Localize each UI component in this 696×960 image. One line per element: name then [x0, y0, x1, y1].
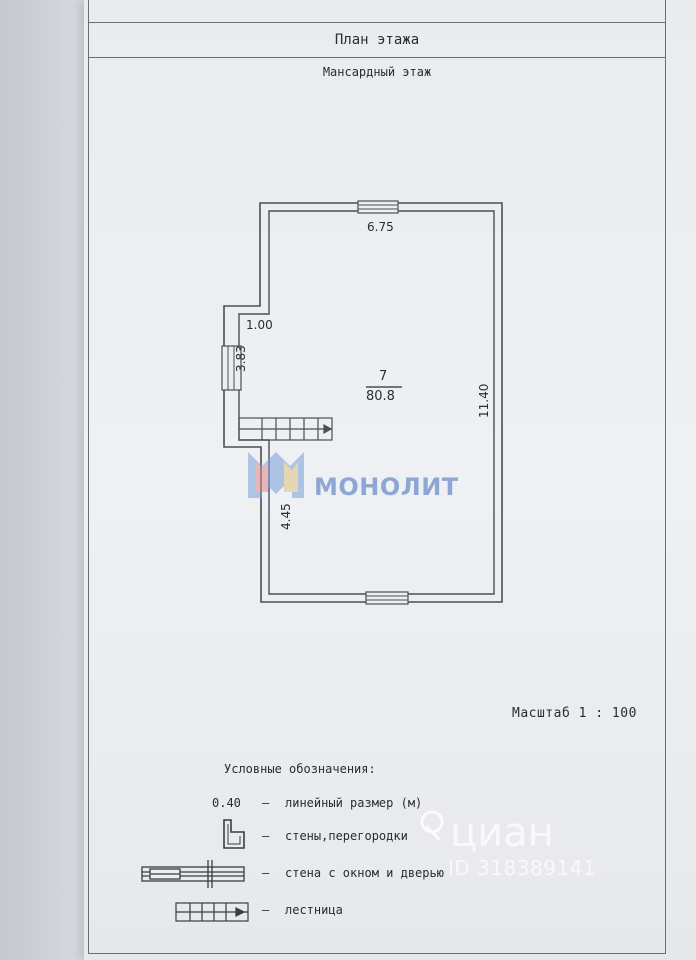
- legend-stair-text: лестница: [285, 903, 343, 917]
- outer-wall: [223, 202, 503, 603]
- scale-label: Масштаб 1 : 100: [512, 706, 637, 721]
- monolit-watermark: МОНОЛИТ: [314, 473, 459, 501]
- dimension-top: 6.75: [367, 220, 394, 234]
- bottom-window: [365, 591, 409, 605]
- document-frame: [88, 0, 666, 954]
- page-title: План этажа: [88, 22, 666, 58]
- left-window: [221, 345, 242, 391]
- legend-dash: –: [262, 866, 270, 880]
- document-sheet: [84, 0, 696, 960]
- legend-window-door-symbol: [141, 860, 245, 888]
- cian-watermark: циан: [450, 810, 554, 856]
- room-area: 80.8: [366, 389, 395, 404]
- room-number: 7: [379, 369, 388, 384]
- legend-dimension-sample: 0.40: [212, 796, 241, 810]
- legend-wall-symbol: [223, 819, 245, 849]
- legend-dimension-text: линейный размер (м): [285, 796, 423, 810]
- floor-subtitle: Мансардный этаж: [322, 65, 432, 79]
- legend-title: Условные обозначения:: [224, 762, 376, 776]
- cian-logo-icon: [420, 810, 444, 842]
- cian-listing-id: ID 318389141: [448, 856, 597, 880]
- legend-wall-text: стены,перегородки: [285, 829, 408, 843]
- staircase: [238, 417, 333, 441]
- legend-dash: –: [262, 796, 270, 810]
- legend-dash: –: [262, 829, 270, 843]
- dimension-left-lower: 4.45: [279, 503, 293, 530]
- legend-stair-symbol: [175, 902, 249, 922]
- top-window: [357, 200, 399, 214]
- dimension-step: 1.00: [246, 318, 273, 332]
- legend-window-door-text: стена с окном и дверью: [285, 866, 444, 880]
- dimension-right: 11.40: [477, 383, 491, 418]
- dimension-left-upper: 3.83: [234, 345, 248, 372]
- legend-dash: –: [262, 903, 270, 917]
- monolit-logo-icon: [248, 452, 304, 498]
